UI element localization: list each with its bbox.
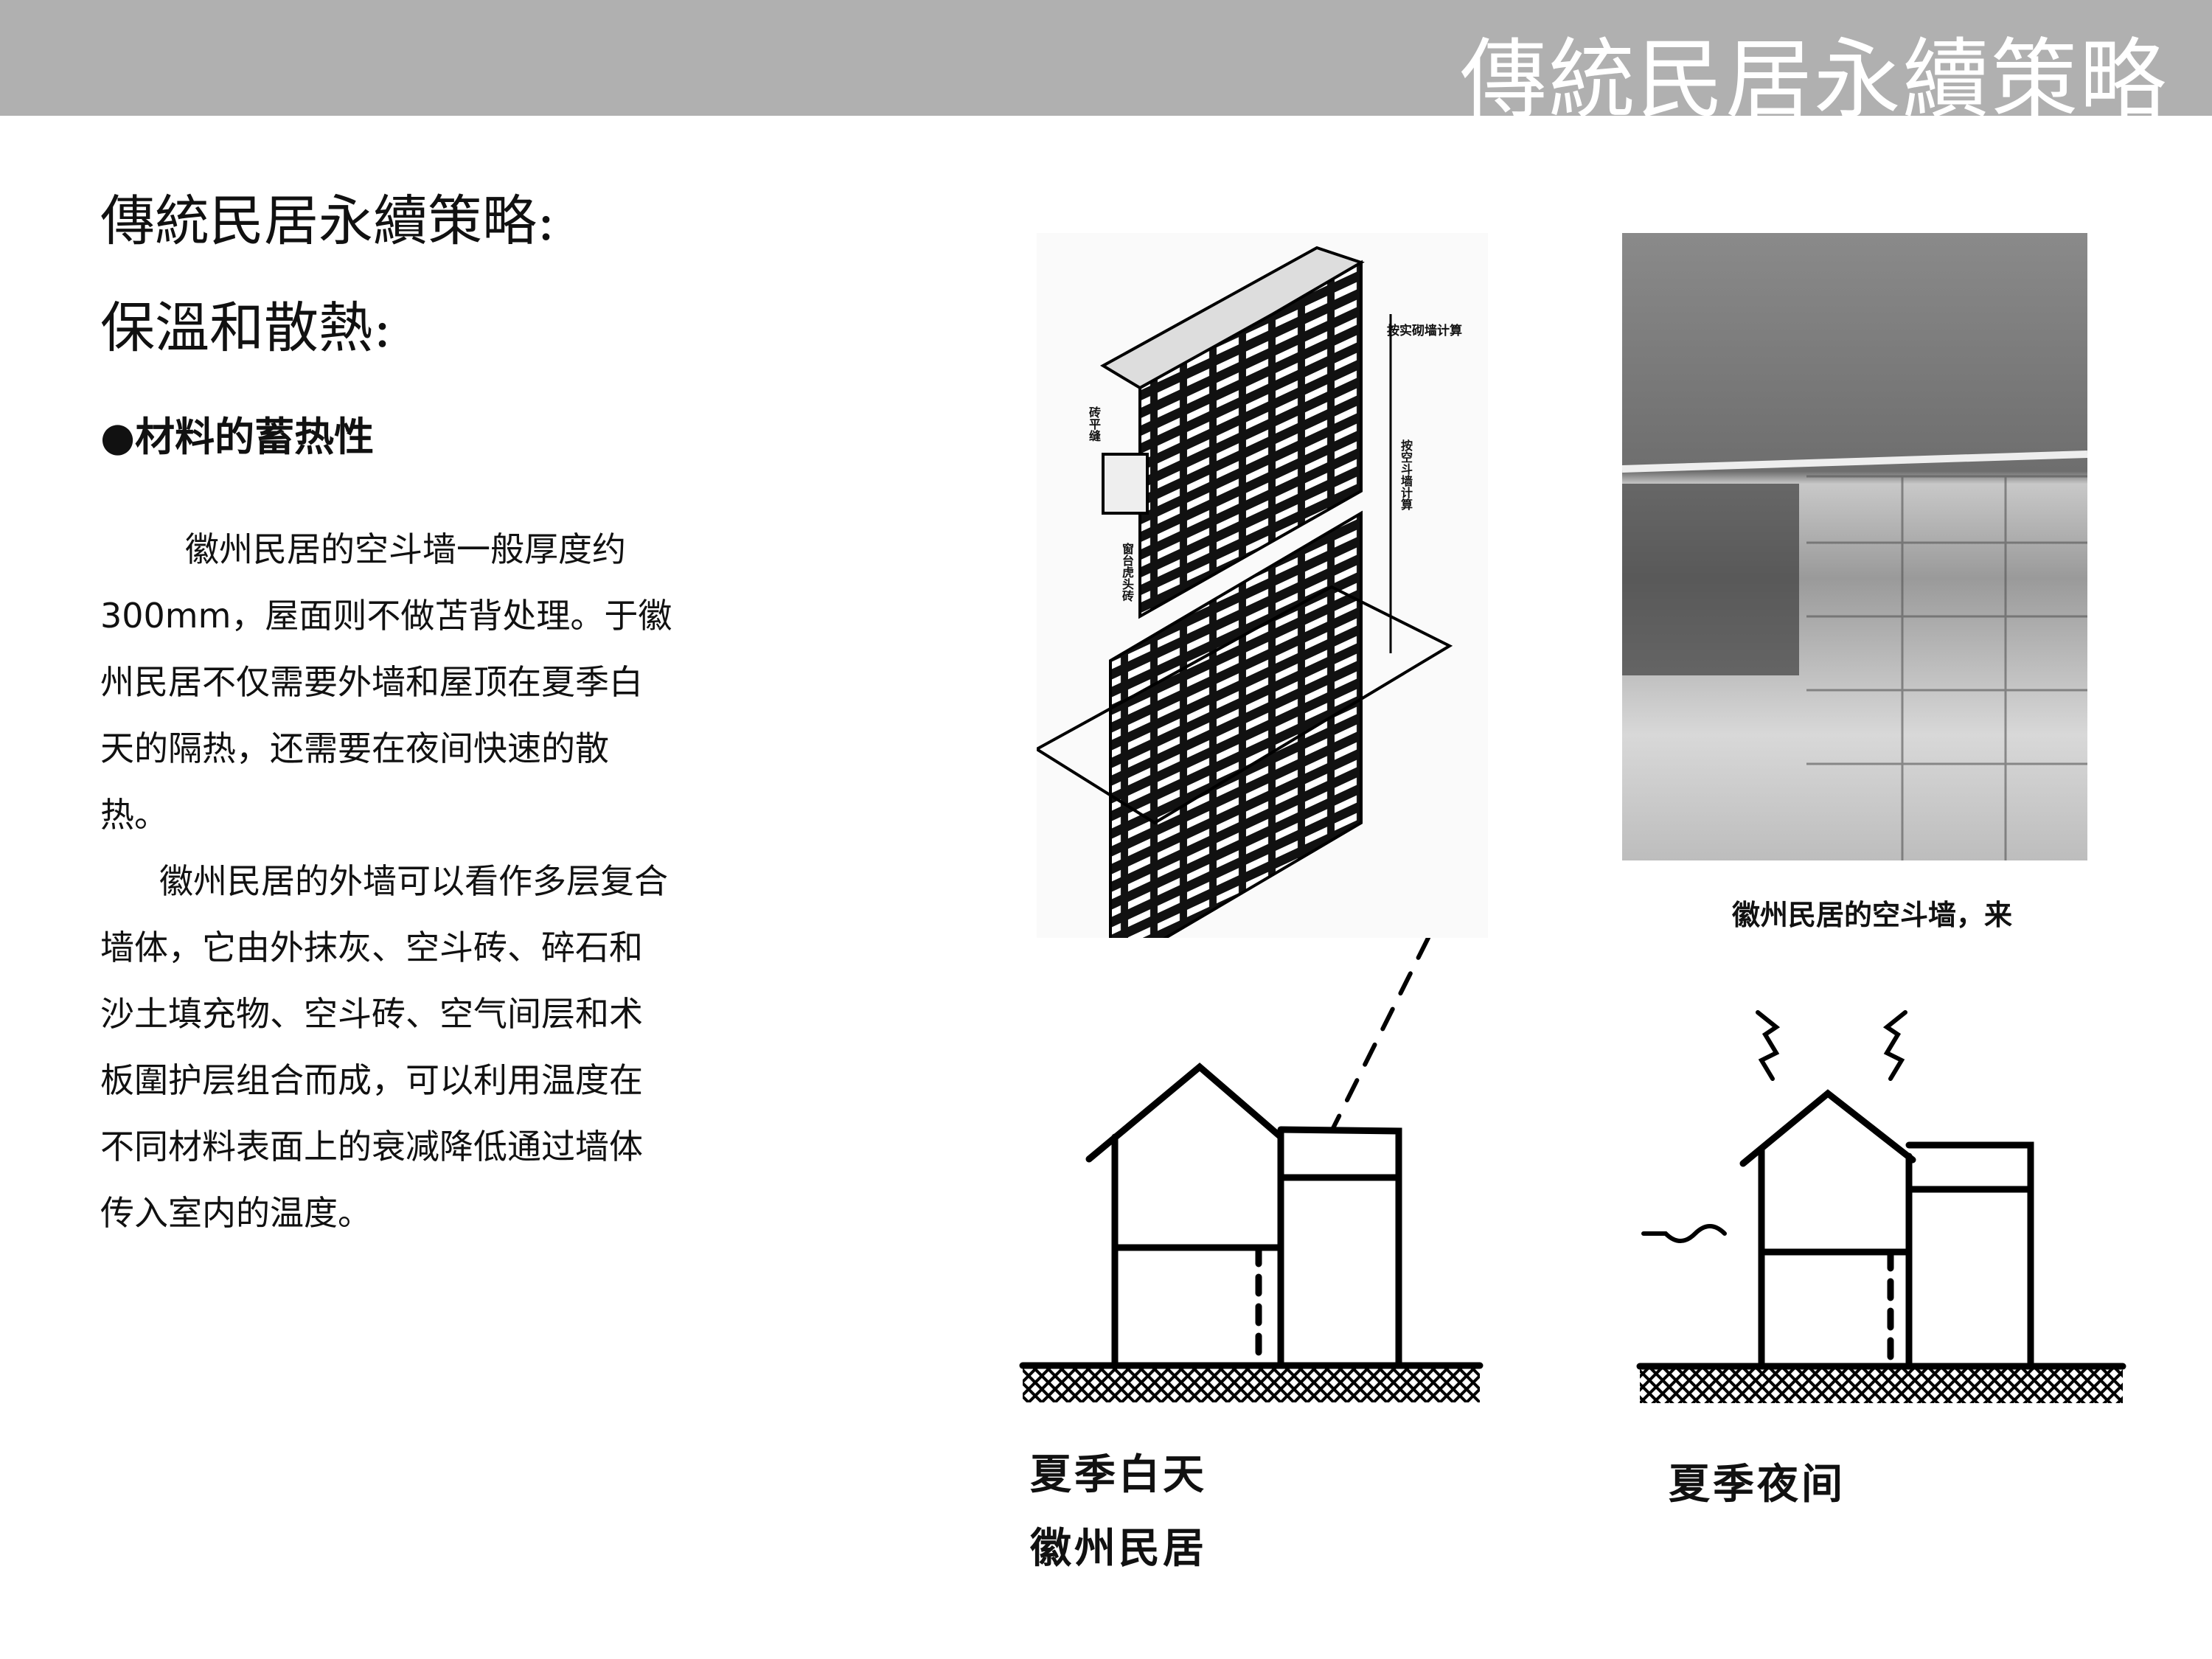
heat-arrow-icon [1882,1010,1907,1081]
photo-texture [1621,451,2088,860]
paragraph-1: 徽州民居的空斗墙一般厚度约300mm，屋面则不做苫背处理。于徽州民居不仅需要外墙… [100,529,672,835]
label-window-brick: 窗台虎头砖 [1120,543,1134,602]
caption-summer-day: 夏季白天 [1030,1451,1207,1499]
house-section-day [1019,936,1484,1402]
house-section-night [1636,1010,2126,1403]
hollow-wall-photo [1621,233,2088,860]
summer-day-sketch [1015,936,1495,1425]
caption-huizhou-dwelling: 徽州民居 [1030,1525,1207,1573]
photo-caption: 徽州民居的空斗墙，来 [1732,899,2013,931]
header-title: 傳統民居永續策略 [1459,29,2168,131]
label-solid-wall: 按实砌墙计算 [1387,324,1462,338]
heat-arrow-icon [1641,1224,1727,1243]
caption-summer-night: 夏季夜间 [1669,1461,1846,1509]
page-title: 傳統民居永續策略: [100,189,555,253]
hollow-wall-diagram: 按实砌墙计算 砖平缝 按空斗墙计算 窗台虎头砖 [1034,233,1488,973]
label-hollow-wall: 按空斗墙计算 [1399,439,1413,510]
paragraph-2: 徽州民居的外墙可以看作多层复合墙体，它由外抹灰、空斗砖、碎石和沙土填充物、空斗砖… [100,861,668,1233]
header-bar: 傳統民居永續策略 [0,0,2212,131]
heat-arrow-icon [1756,1010,1781,1081]
label-brick-joint: 砖平缝 [1087,406,1101,442]
bullet-heading: ●材料的蓄热性 [100,414,375,460]
body-text: 徽州民居的空斗墙一般厚度约300mm，屋面则不做苫背处理。于徽州民居不仅需要外墙… [100,516,675,1246]
section-heading: 保溫和散熱: [100,296,392,360]
summer-night-sketch [1636,1009,2130,1422]
brick-wall-illustration [1034,246,1453,973]
